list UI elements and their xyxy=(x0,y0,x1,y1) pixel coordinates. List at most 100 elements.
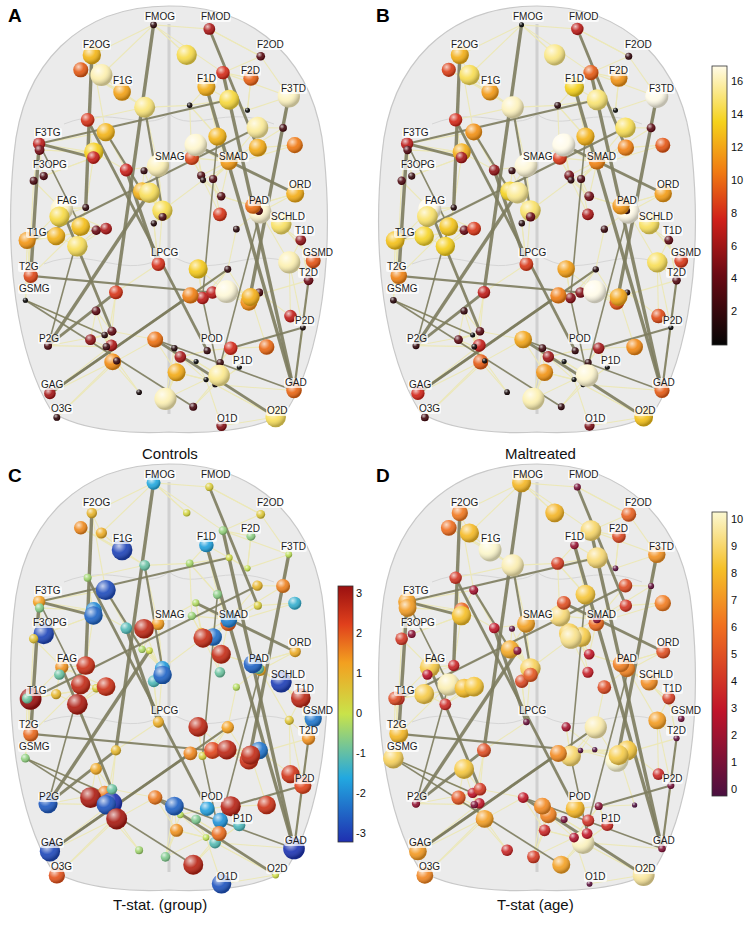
network-node-sphere xyxy=(200,801,215,816)
network-link xyxy=(154,483,223,531)
network-node-sphere xyxy=(502,554,524,576)
colorbar-tick: 2 xyxy=(731,730,737,741)
sphere-shading xyxy=(161,852,171,862)
region-label: F3OPG xyxy=(32,160,68,170)
network-node-sphere xyxy=(188,717,208,737)
sphere-shading xyxy=(442,63,456,77)
colorbar-tick: 12 xyxy=(731,142,743,153)
network-node-sphere xyxy=(625,53,632,60)
network-node-sphere xyxy=(134,619,154,639)
sphere-shading xyxy=(193,629,212,648)
sphere-shading xyxy=(87,508,97,518)
colorbar-tick: 0 xyxy=(356,708,362,719)
sphere-shading xyxy=(582,208,594,220)
network-node-sphere xyxy=(71,217,90,236)
network-node-sphere xyxy=(241,745,260,764)
network-node-sphere xyxy=(408,172,415,179)
network-link xyxy=(209,487,260,514)
network-node-sphere xyxy=(242,288,260,306)
colorbar-tick: 4 xyxy=(731,273,737,284)
network-node-sphere xyxy=(583,280,606,303)
sphere-shading xyxy=(543,351,554,362)
sphere-shading xyxy=(147,332,163,348)
network-node-sphere xyxy=(439,698,451,710)
network-node-sphere xyxy=(449,113,462,126)
sphere-shading xyxy=(106,808,127,829)
network-strong-link xyxy=(25,758,193,864)
network-node-sphere xyxy=(619,579,633,593)
region-label: F3TD xyxy=(280,84,307,94)
network-node-sphere xyxy=(171,345,177,351)
network-node-sphere xyxy=(557,596,571,610)
network-node-sphere xyxy=(513,647,521,655)
sphere-shading xyxy=(23,298,28,303)
colorbar-tick: 2 xyxy=(356,628,362,639)
colorbar-tick: 6 xyxy=(731,241,737,252)
sphere-shading xyxy=(140,167,147,174)
colorbar-tick: 10 xyxy=(731,175,743,186)
colorbar-tick: 8 xyxy=(731,568,737,579)
sphere-shading xyxy=(101,332,107,338)
network-node-sphere xyxy=(194,359,199,364)
sphere-shading xyxy=(171,345,177,351)
sphere-shading xyxy=(51,689,61,699)
network-node-sphere xyxy=(539,825,551,837)
sphere-shading xyxy=(422,669,432,679)
sphere-shading xyxy=(216,66,229,79)
colorbar-tick: 2 xyxy=(731,306,737,317)
region-label: P2D xyxy=(294,316,315,326)
network-node-sphere xyxy=(216,66,229,79)
network-node-sphere xyxy=(168,363,186,381)
network-node-sphere xyxy=(186,559,194,567)
colorbar-tick: -3 xyxy=(356,828,366,839)
network-node-sphere xyxy=(584,191,594,201)
sphere-shading xyxy=(150,21,157,28)
network-node-sphere xyxy=(213,207,227,221)
region-label: SMAG xyxy=(154,152,185,162)
region-label: ORD xyxy=(288,180,312,190)
sphere-shading xyxy=(278,251,300,273)
network-node-sphere xyxy=(464,677,484,697)
network-node-sphere xyxy=(571,23,583,35)
region-label: PAD xyxy=(248,196,270,206)
sphere-shading xyxy=(489,623,500,634)
network-node-sphere xyxy=(470,332,475,337)
sphere-shading xyxy=(414,684,434,704)
sphere-shading xyxy=(467,222,481,236)
sphere-shading xyxy=(183,509,190,516)
network-link xyxy=(522,25,578,29)
sphere-shading xyxy=(295,235,306,246)
sphere-shading xyxy=(578,748,583,753)
sphere-shading xyxy=(417,206,438,227)
sphere-shading xyxy=(441,520,457,536)
sphere-shading xyxy=(550,287,566,303)
network-node-sphere xyxy=(219,526,228,535)
sphere-shading xyxy=(208,365,229,386)
network-node-sphere xyxy=(84,574,92,582)
network-node-sphere xyxy=(523,668,537,682)
sphere-shading xyxy=(557,596,571,610)
network-node-sphere xyxy=(545,503,564,522)
network-link xyxy=(88,565,145,577)
network-node-sphere xyxy=(414,684,434,704)
sphere-shading xyxy=(212,645,231,664)
colorbar-tick: 6 xyxy=(731,622,737,633)
network-node-sphere xyxy=(90,64,112,86)
network-strong-link xyxy=(39,558,229,602)
network-node-sphere xyxy=(390,297,397,304)
network-node-sphere xyxy=(287,137,303,153)
network-node-sphere xyxy=(655,595,671,611)
network-node-sphere xyxy=(471,344,477,350)
panel-letter: A xyxy=(8,6,22,25)
network-node-sphere xyxy=(439,217,458,236)
network-node-sphere xyxy=(244,565,250,571)
sphere-shading xyxy=(439,698,451,710)
colorbar xyxy=(338,586,353,842)
sphere-shading xyxy=(200,801,215,816)
network-node-sphere xyxy=(460,307,467,314)
region-label: LPCG xyxy=(150,248,179,258)
sphere-shading xyxy=(35,603,44,612)
network-node-sphere xyxy=(51,689,61,699)
network-node-sphere xyxy=(551,557,564,570)
colorbar xyxy=(712,66,727,345)
